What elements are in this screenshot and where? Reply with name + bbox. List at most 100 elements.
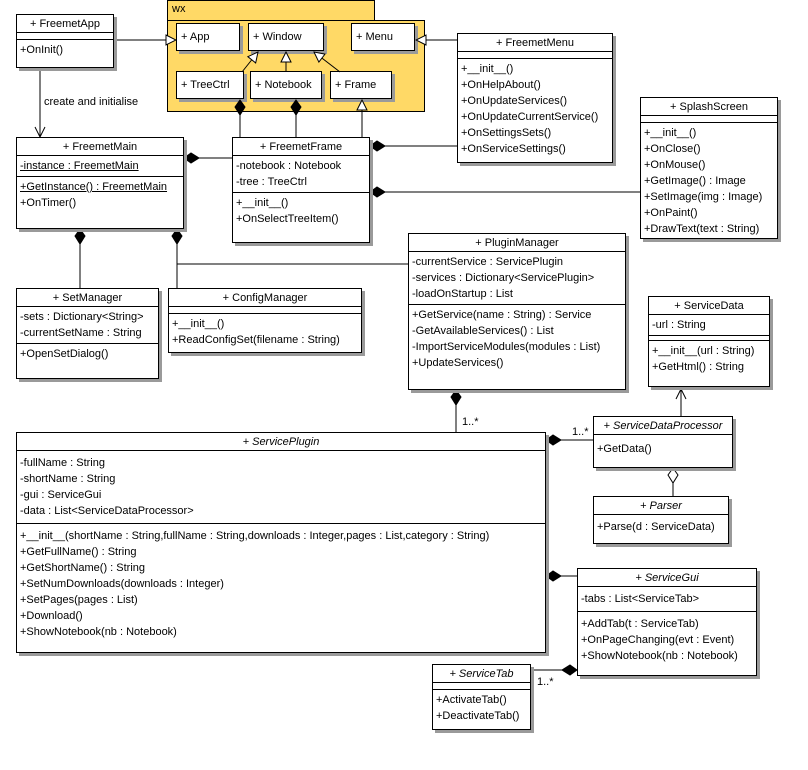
method: +UpdateServices() <box>412 357 504 369</box>
plugins-multiplicity: 1..* <box>462 416 479 428</box>
method: +OnPageChanging(evt : Event) <box>581 634 735 646</box>
class-name: + ServiceData <box>649 297 769 315</box>
methods: +__init__() +OnHelpAbout() +OnUpdateServ… <box>458 59 612 159</box>
attribute: -services : Dictionary<ServicePlugin> <box>412 272 595 284</box>
attribute: -instance : FreemetMain <box>20 160 139 172</box>
method: +SetNumDownloads(downloads : Integer) <box>20 578 224 590</box>
methods: +__init__(shortName : String,fullName : … <box>17 524 545 642</box>
wx-treectrl-class[interactable]: + TreeCtrl <box>176 71 244 99</box>
attribute: -currentService : ServicePlugin <box>412 256 564 268</box>
method: +OnUpdateCurrentService() <box>461 111 599 123</box>
set-manager-class[interactable]: + SetManager -sets : Dictionary<String> … <box>16 288 159 379</box>
methods: +__init__() +ReadConfigSet(filename : St… <box>169 314 361 350</box>
service-data-processor-class[interactable]: + ServiceDataProcessor +GetData() <box>593 416 733 468</box>
methods: +GetService(name : String) : Service -Ge… <box>409 305 625 373</box>
method: +__init__(url : String) <box>652 345 755 357</box>
attributes: -currentService : ServicePlugin -service… <box>409 252 625 305</box>
attribute: -tree : TreeCtrl <box>236 176 307 188</box>
edge-frame-window <box>314 52 341 73</box>
wx-notebook-class[interactable]: + Notebook <box>250 71 322 99</box>
wx-app-class[interactable]: + App <box>176 23 240 51</box>
method: +OnSettingsSets() <box>461 127 552 139</box>
method: +SetPages(pages : List) <box>20 594 138 606</box>
class-name: + FreemetFrame <box>233 138 369 156</box>
wx-window-class[interactable]: + Window <box>248 23 324 51</box>
attribute: -sets : Dictionary<String> <box>20 311 144 323</box>
freemet-main-class[interactable]: + FreemetMain -instance : FreemetMain +G… <box>16 137 184 229</box>
attributes: -notebook : Notebook -tree : TreeCtrl <box>233 156 369 193</box>
class-name: + ServiceDataProcessor <box>594 417 732 435</box>
attribute: -shortName : String <box>20 473 116 485</box>
class-name: + FreemetMain <box>17 138 183 156</box>
attribute: -gui : ServiceGui <box>20 489 102 501</box>
method: +GetService(name : String) : Service <box>412 309 592 321</box>
method: +__init__() <box>172 318 225 330</box>
attribute: -data : List<ServiceDataProcessor> <box>20 505 194 517</box>
method: +ReadConfigSet(filename : String) <box>172 334 340 346</box>
method: +OnPaint() <box>644 207 698 219</box>
method: +GetShortName() : String <box>20 562 146 574</box>
method: +OnServiceSettings() <box>461 143 566 155</box>
wx-package-label: wx <box>172 3 186 15</box>
config-manager-class[interactable]: + ConfigManager +__init__() +ReadConfigS… <box>168 288 362 353</box>
create-label: create and initialise <box>44 96 139 108</box>
plugin-manager-class[interactable]: + PluginManager -currentService : Servic… <box>408 233 626 390</box>
method: +GetImage() : Image <box>644 175 746 187</box>
method: +OpenSetDialog() <box>20 348 109 360</box>
attributes: -tabs : List<ServiceTab> <box>578 587 756 612</box>
parser-class[interactable]: + Parser +Parse(d : ServiceData) <box>593 496 729 544</box>
method: +OnInit() <box>20 44 64 56</box>
class-name: + ServiceTab <box>433 665 530 683</box>
method: +__init__(shortName : String,fullName : … <box>20 530 490 542</box>
attribute: -currentSetName : String <box>20 327 142 339</box>
method: +GetData() <box>597 443 652 455</box>
attribute: -tabs : List<ServiceTab> <box>581 593 700 605</box>
attribute: -url : String <box>652 319 706 331</box>
methods: +OpenSetDialog() <box>17 344 158 364</box>
freemet-frame-class[interactable]: + FreemetFrame -notebook : Notebook -tre… <box>232 137 370 243</box>
method: +Download() <box>20 610 83 622</box>
method: +SetImage(img : Image) <box>644 191 763 203</box>
method: +DeactivateTab() <box>436 710 520 722</box>
attribute: -notebook : Notebook <box>236 160 342 172</box>
method: +ShowNotebook(nb : Notebook) <box>20 626 177 638</box>
method: +Parse(d : ServiceData) <box>597 521 715 533</box>
method: +OnHelpAbout() <box>461 79 541 91</box>
class-name: + PluginManager <box>409 234 625 252</box>
wx-menu-class[interactable]: + Menu <box>351 23 415 51</box>
attribute: -fullName : String <box>20 457 105 469</box>
method: +ShowNotebook(nb : Notebook) <box>581 650 738 662</box>
service-gui-class[interactable]: + ServiceGui -tabs : List<ServiceTab> +A… <box>577 568 757 676</box>
class-name: + FreemetMenu <box>458 34 612 52</box>
freemet-menu-class[interactable]: + FreemetMenu +__init__() +OnHelpAbout()… <box>457 33 613 163</box>
method: +DrawText(text : String) <box>644 223 760 235</box>
methods: +Parse(d : ServiceData) <box>594 515 728 537</box>
methods: +__init__() +OnClose() +OnMouse() +GetIm… <box>641 123 777 239</box>
processor-multiplicity: 1..* <box>572 426 589 438</box>
method: +OnMouse() <box>644 159 706 171</box>
service-data-class[interactable]: + ServiceData -url : String +__init__(ur… <box>648 296 770 387</box>
methods: +GetInstance() : FreemetMain +OnTimer() <box>17 177 183 213</box>
attributes: -url : String <box>649 315 769 336</box>
method: +GetFullName() : String <box>20 546 137 558</box>
class-name: + SplashScreen <box>641 98 777 116</box>
method: +OnTimer() <box>20 197 77 209</box>
method: +__init__() <box>236 197 289 209</box>
class-name: + ConfigManager <box>169 289 361 307</box>
method: +OnSelectTreeItem() <box>236 213 339 225</box>
service-plugin-class[interactable]: + ServicePlugin -fullName : String -shor… <box>16 432 546 653</box>
method: +OnClose() <box>644 143 701 155</box>
method: +GetHtml() : String <box>652 361 744 373</box>
class-name: + FreemetApp <box>17 15 113 33</box>
freemet-app-class[interactable]: + FreemetApp +OnInit() <box>16 14 114 68</box>
methods: +GetData() <box>594 435 732 459</box>
service-tab-class[interactable]: + ServiceTab +ActivateTab() +DeactivateT… <box>432 664 531 730</box>
splash-screen-class[interactable]: + SplashScreen +__init__() +OnClose() +O… <box>640 97 778 239</box>
edge-treectrl-window <box>241 52 258 73</box>
attributes: -fullName : String -shortName : String -… <box>17 451 545 524</box>
wx-frame-class[interactable]: + Frame <box>330 71 392 99</box>
method: -GetAvailableServices() : List <box>412 325 554 337</box>
attribute: -loadOnStartup : List <box>412 288 513 300</box>
method: -ImportServiceModules(modules : List) <box>412 341 601 353</box>
methods: +__init__(url : String) +GetHtml() : Str… <box>649 341 769 377</box>
